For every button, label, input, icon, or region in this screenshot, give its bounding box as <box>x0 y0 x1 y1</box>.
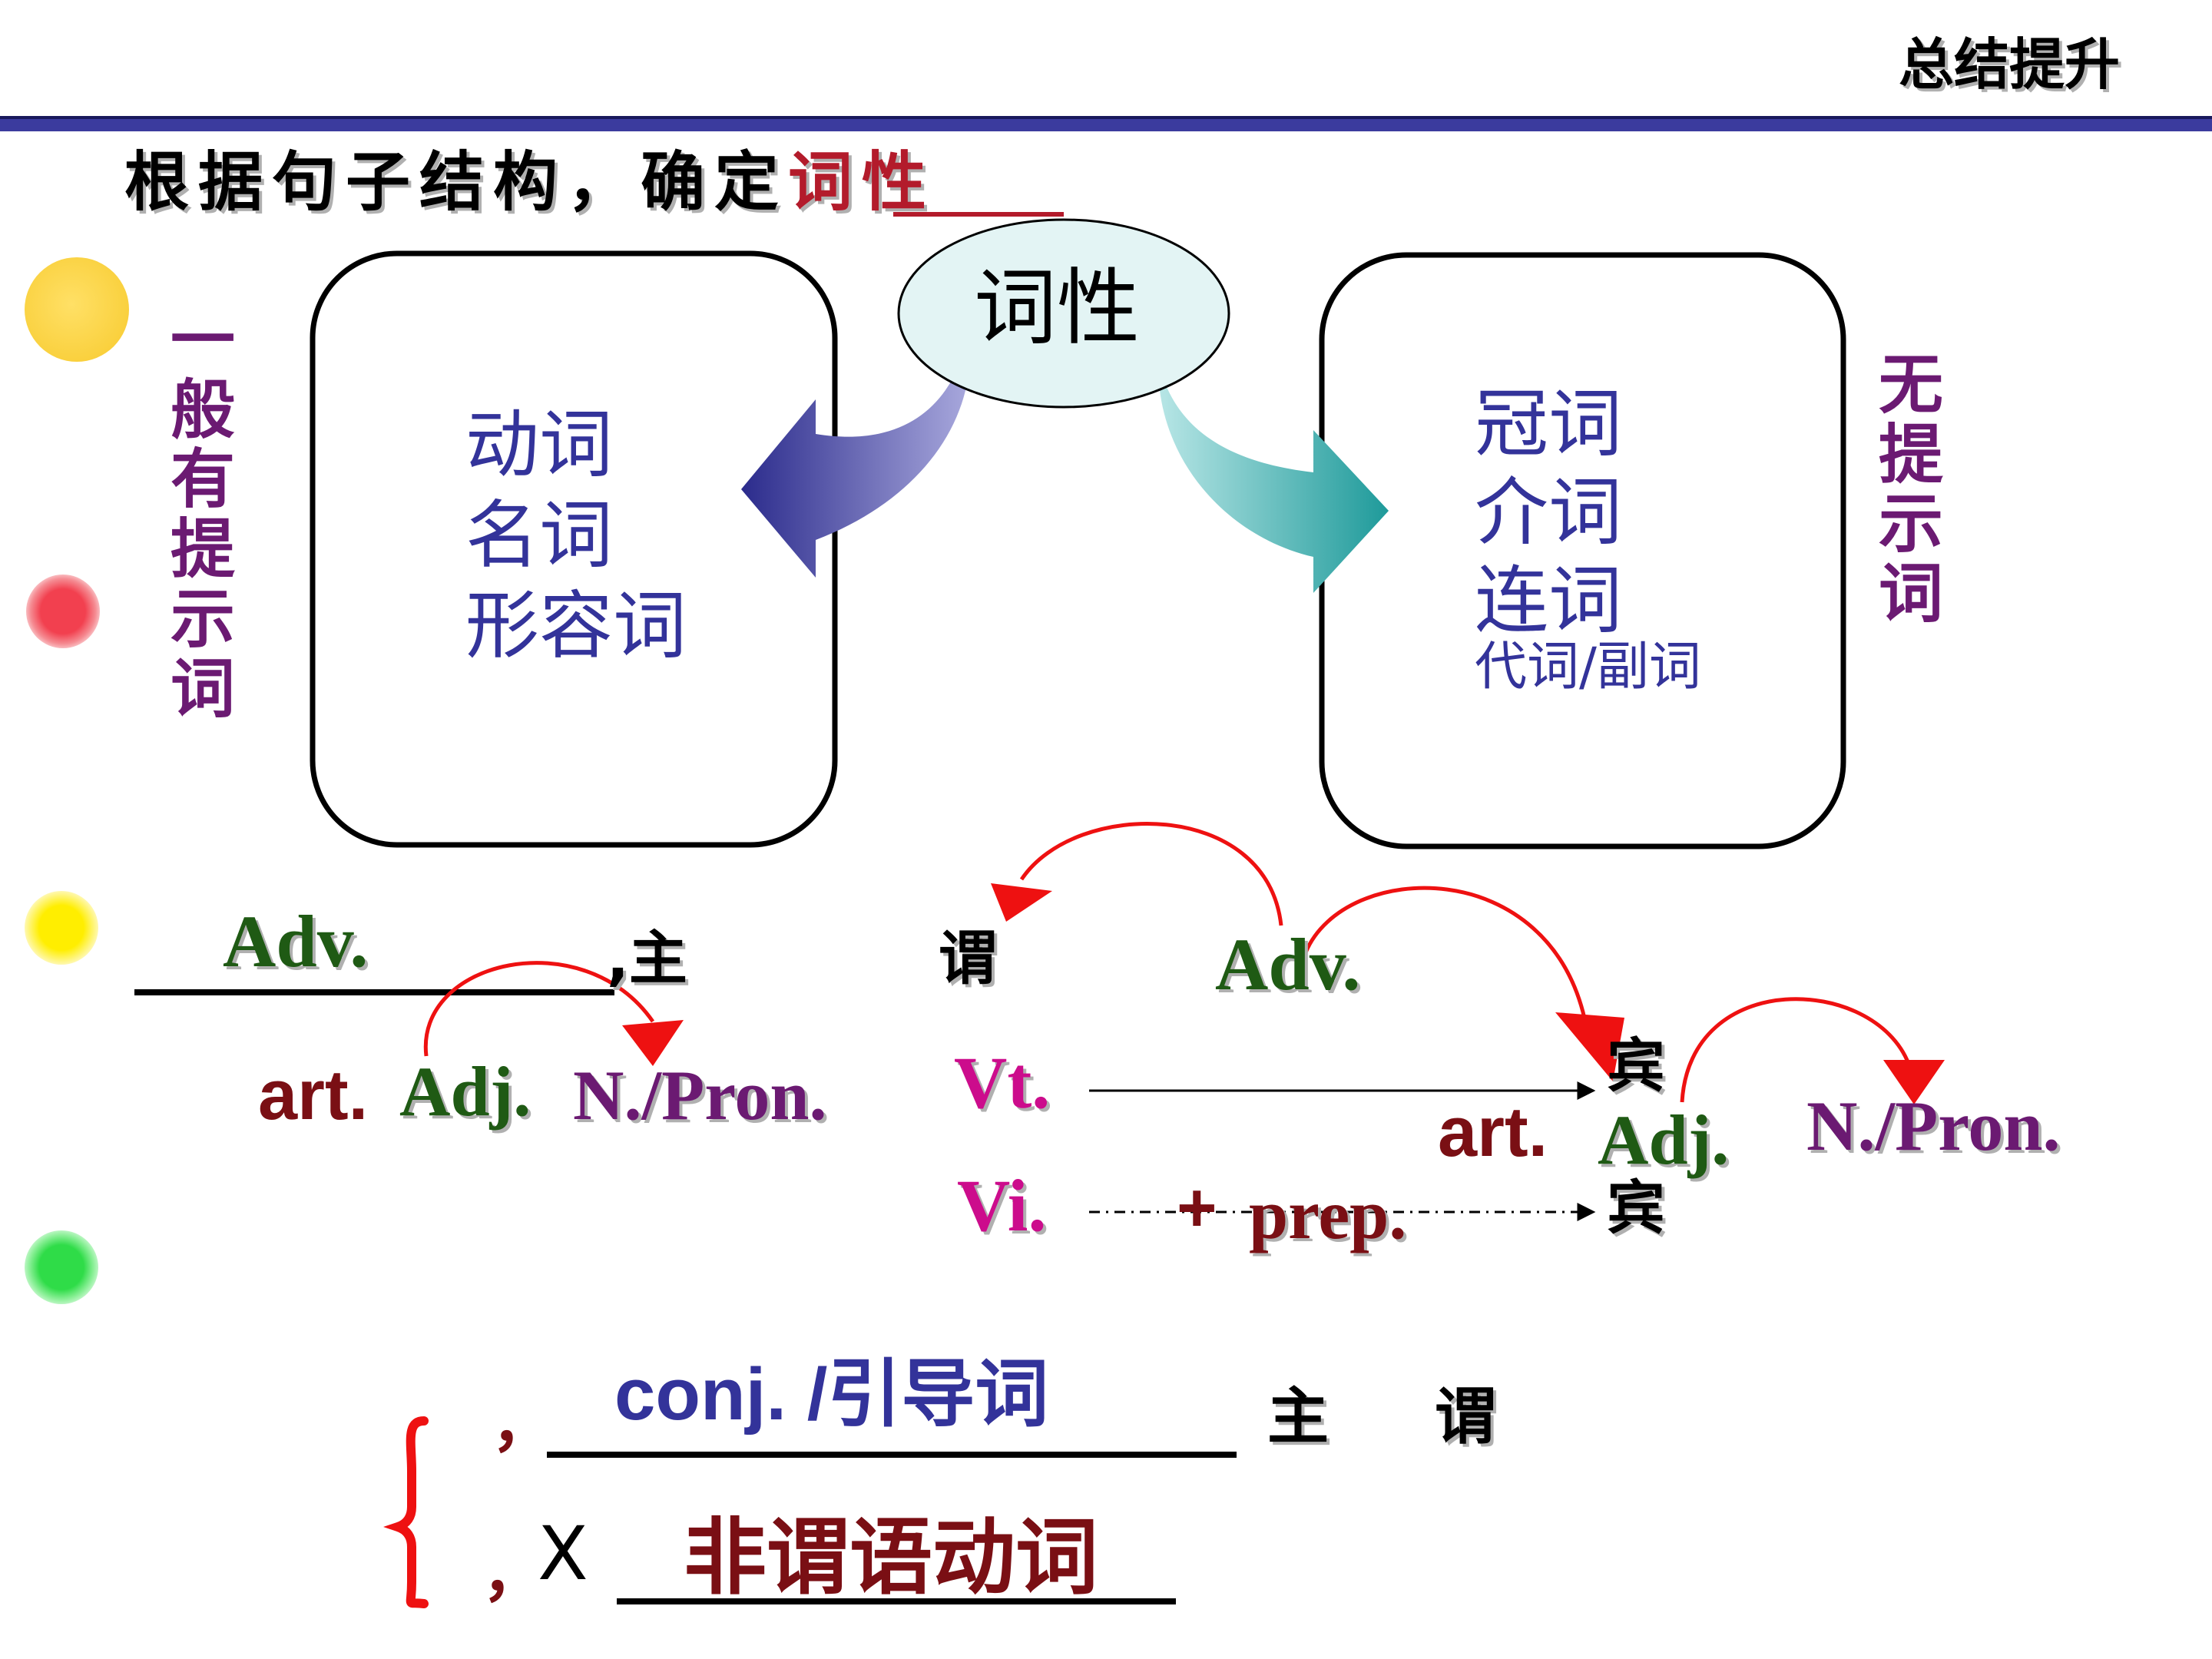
object-mark-1: 宾 <box>1607 1031 1665 1100</box>
bullet-red <box>26 575 100 648</box>
red-arc-adv-to-object-head <box>1555 1012 1624 1081</box>
heading-highlight-underline <box>893 212 1064 217</box>
right-box-item: 连词 <box>1475 558 1622 644</box>
conj-label: conj. /引导词 <box>614 1353 1049 1435</box>
clause-subject-mark: 主 <box>1267 1381 1329 1452</box>
clause-predicate-mark: 谓 <box>1435 1381 1496 1452</box>
adv-left-label: Adv. <box>223 900 369 982</box>
left-box-list: 动词 名词 形容词 <box>465 399 687 671</box>
adj-left-label: Adj. <box>399 1052 531 1131</box>
left-vertical-char: 般 <box>171 372 236 448</box>
left-box <box>310 250 838 848</box>
left-vertical-label: 一 般 有 提 示 词 <box>171 306 235 724</box>
left-box-item: 动词 <box>465 402 613 488</box>
noun-left-label: N./Pron. <box>573 1056 827 1134</box>
x-mark: X <box>538 1511 588 1597</box>
right-vertical-label: 无 提 示 词 <box>1879 350 1943 629</box>
plus-sign: + <box>1177 1170 1217 1247</box>
left-vertical-char: 有 <box>171 442 236 518</box>
nonfinite-blank-line <box>617 1598 1176 1604</box>
subject-mark: ,主 <box>607 924 687 992</box>
right-box-item: 介词 <box>1475 469 1622 555</box>
red-arc-adv-to-predicate-head <box>991 883 1052 922</box>
adj-right-label: Adj. <box>1598 1101 1730 1179</box>
bullet-yellow <box>25 257 129 362</box>
red-arc-adj-to-noun-right <box>1680 997 1911 1103</box>
red-arc-adj-to-noun-right-head <box>1883 1060 1945 1104</box>
left-vertical-char: 一 <box>171 303 236 378</box>
center-ellipse-label: 词性 <box>974 260 1141 356</box>
right-box-extra: 代词/副词 <box>1475 637 1701 697</box>
left-box-item: 形容词 <box>465 583 687 669</box>
red-arc-adv-to-predicate <box>1019 822 1283 926</box>
clause-comma-2: ， <box>482 1538 544 1610</box>
left-box-item: 名词 <box>465 492 613 578</box>
bullet-lemon <box>25 891 98 965</box>
left-vertical-char: 提 <box>171 512 236 588</box>
red-left-brace <box>383 1416 429 1608</box>
art-left-label: art. <box>258 1056 369 1134</box>
center-ellipse <box>897 218 1230 409</box>
left-vertical-char: 示 <box>171 581 236 657</box>
left-curved-arrow <box>741 330 971 578</box>
right-box-item: 冠词 <box>1475 381 1622 467</box>
vt-label: Vt. <box>954 1041 1051 1124</box>
adv-blank-line <box>134 989 614 995</box>
right-vertical-char: 词 <box>1879 556 1944 632</box>
art-right-label: art. <box>1438 1093 1548 1171</box>
bullet-green <box>25 1230 98 1304</box>
page-heading: 根据句子结构，确定词性 <box>124 150 935 214</box>
page-heading-prefix: 根据句子结构，确定 <box>124 144 789 220</box>
corner-title: 总结提升 <box>1899 32 2121 97</box>
left-vertical-char: 词 <box>171 651 236 727</box>
nonfinite-verb-label: 非谓语动词 <box>684 1510 1099 1606</box>
object-mark-2: 宾 <box>1607 1174 1665 1242</box>
adv-right-label: Adv. <box>1215 923 1361 1005</box>
right-box-list: 冠词 介词 连词 <box>1475 380 1622 645</box>
red-arc-adj-to-noun-head <box>622 1020 684 1066</box>
clause-comma-1: ， <box>492 1389 553 1460</box>
noun-right-label: N./Pron. <box>1806 1087 2061 1165</box>
conj-blank-line <box>547 1452 1237 1458</box>
right-vertical-char: 提 <box>1879 416 1944 492</box>
right-vertical-char: 示 <box>1879 486 1944 562</box>
header-bar <box>0 116 2212 131</box>
prep-label: prep. <box>1249 1175 1407 1253</box>
red-arc-adj-to-noun <box>423 961 655 1057</box>
right-vertical-char: 无 <box>1879 347 1944 422</box>
red-arc-adv-to-object <box>1303 886 1588 1026</box>
predicate-mark: 谓 <box>939 924 997 992</box>
page-heading-highlight: 词性 <box>788 144 936 220</box>
right-curved-arrow <box>1157 361 1389 593</box>
vi-label: Vi. <box>957 1164 1047 1247</box>
